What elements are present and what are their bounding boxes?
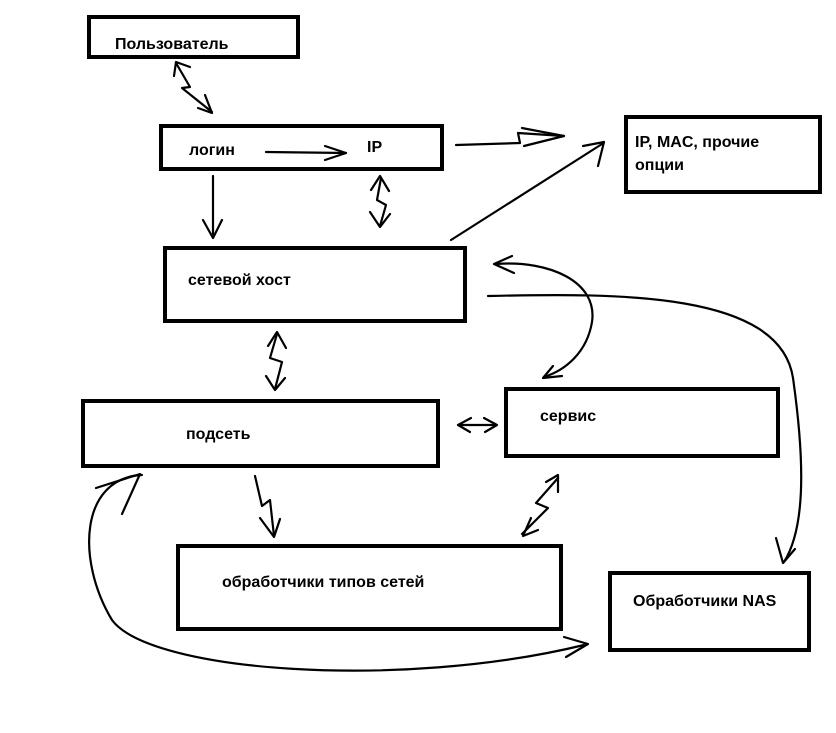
node-host-box bbox=[163, 246, 467, 323]
edge-user-login bbox=[172, 60, 214, 115]
node-network-handlers: обработчики типов сетей bbox=[176, 544, 563, 631]
node-login-ip-box bbox=[159, 124, 444, 171]
node-network-handlers-label: обработчики типов сетей bbox=[222, 574, 424, 591]
edge-ip-options bbox=[454, 126, 566, 148]
edge-network-handlers-service bbox=[520, 473, 560, 538]
node-options: IP, MAC, прочие опции bbox=[624, 115, 822, 194]
node-user-label: Пользователь bbox=[115, 36, 229, 53]
node-subnet: подсеть bbox=[81, 399, 440, 468]
node-service: сервис bbox=[504, 387, 780, 458]
node-user-box bbox=[87, 15, 300, 59]
edge-host-subnet bbox=[264, 330, 288, 392]
node-user: Пользователь bbox=[87, 15, 300, 59]
node-options-label-line2: опции bbox=[635, 157, 684, 174]
node-nas-handlers-box bbox=[608, 571, 811, 652]
node-ip-label: IP bbox=[367, 139, 382, 156]
node-nas-handlers: Обработчики NAS bbox=[608, 571, 811, 652]
node-subnet-label: подсеть bbox=[186, 426, 251, 443]
edge-subnet-network-handlers bbox=[253, 474, 282, 539]
node-service-label: сервис bbox=[540, 408, 596, 425]
edge-login-ip bbox=[264, 144, 348, 162]
node-nas-handlers-label: Обработчики NAS bbox=[633, 593, 777, 610]
edge-ip-host bbox=[368, 174, 392, 229]
node-login-label: логин bbox=[189, 142, 235, 159]
node-options-box bbox=[624, 115, 822, 194]
node-login-ip: логин IP bbox=[159, 124, 444, 171]
node-options-label-line1: IP, MAC, прочие bbox=[635, 134, 759, 151]
edge-login-host bbox=[201, 174, 224, 240]
edge-host-options bbox=[449, 140, 606, 242]
node-host: сетевой хост bbox=[163, 246, 467, 323]
edge-host-service bbox=[492, 254, 594, 380]
edge-host-nas bbox=[486, 293, 803, 565]
node-network-handlers-box bbox=[176, 544, 563, 631]
edge-subnet-service bbox=[456, 416, 499, 434]
edge-subnet-nas bbox=[88, 472, 590, 672]
node-host-label: сетевой хост bbox=[188, 272, 291, 289]
node-service-box bbox=[504, 387, 780, 458]
node-subnet-box bbox=[81, 399, 440, 468]
